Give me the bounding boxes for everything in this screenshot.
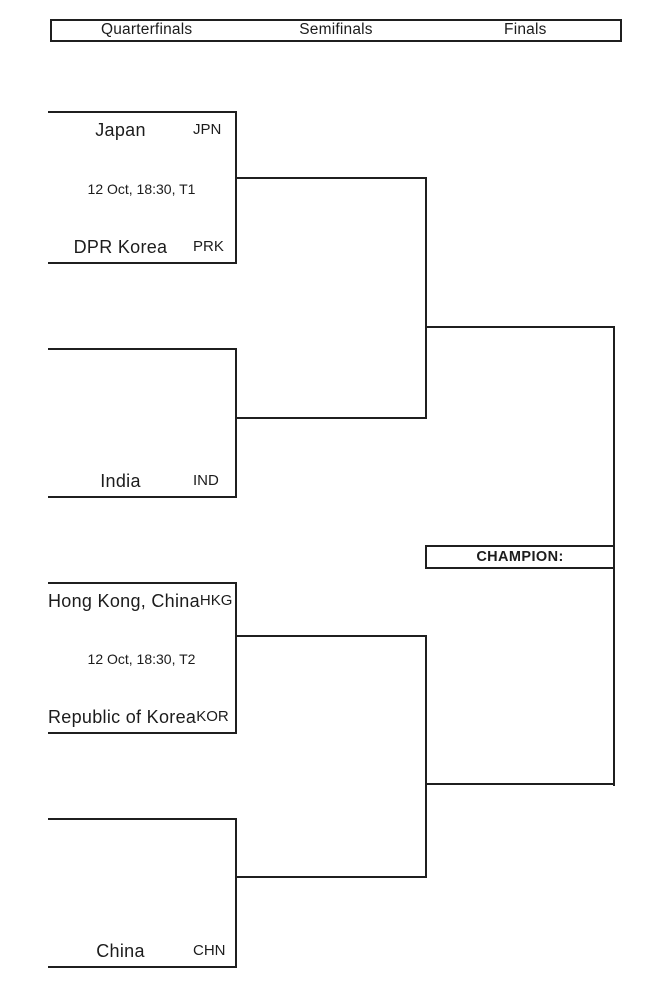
match-schedule: 12 Oct, 18:30, T1 [87,180,196,197]
match-box-quarterfinal-1: Japan JPN 12 Oct, 18:30, T1 DPR Korea PR… [48,111,237,264]
team-code: PRK [193,238,224,255]
match-slot [48,824,235,850]
round-label-quarterfinals: Quarterfinals [100,21,193,38]
connector-line-qf3-exit [237,635,427,637]
match-schedule: 12 Oct, 18:30, T2 [87,651,196,667]
connector-line-qf1-exit [237,177,427,179]
team-code: CHN [193,942,226,959]
team-name: Republic of Korea [48,707,197,727]
round-label-semifinals: Semifinals [299,21,373,38]
team-code [193,824,235,828]
match-box-quarterfinal-2: India IND [48,348,237,498]
team-code: HKG [199,592,233,609]
match-slot: DPR Korea PRK [48,234,235,260]
match-box-quarterfinal-4: China CHN [48,818,237,968]
match-slot: Republic of Korea KOR [48,704,235,730]
team-name: China [96,941,145,961]
match-slot: Japan JPN [48,117,235,143]
connector-line-sf2-exit [425,783,615,785]
team-name: India [100,471,141,491]
match-slot: Hong Kong, China HKG [48,588,235,614]
team-name: Japan [95,120,146,140]
connector-line-sf1-exit [425,326,615,328]
match-box-quarterfinal-3: Hong Kong, China HKG 12 Oct, 18:30, T2 R… [48,582,237,734]
match-schedule [48,884,235,904]
team-name: Hong Kong, China [48,591,200,611]
team-code [193,354,235,358]
match-slot: China CHN [48,938,235,964]
match-slot [48,354,235,380]
connector-line-semifinal-2-vertical [425,635,427,878]
champion-label: CHAMPION: [476,549,564,565]
connector-line-qf4-exit [237,876,427,878]
round-label-finals: Finals [504,21,547,38]
match-slot: India IND [48,468,235,494]
team-code: KOR [196,708,229,725]
match-schedule [48,414,235,434]
team-name: DPR Korea [73,237,168,257]
connector-line-semifinal-1-vertical [425,177,427,419]
champion-box: CHAMPION: [425,545,615,569]
connector-line-qf2-exit [237,417,427,419]
team-code: JPN [193,121,222,138]
team-code: IND [193,472,219,489]
round-header: Quarterfinals Semifinals Finals [50,19,622,42]
